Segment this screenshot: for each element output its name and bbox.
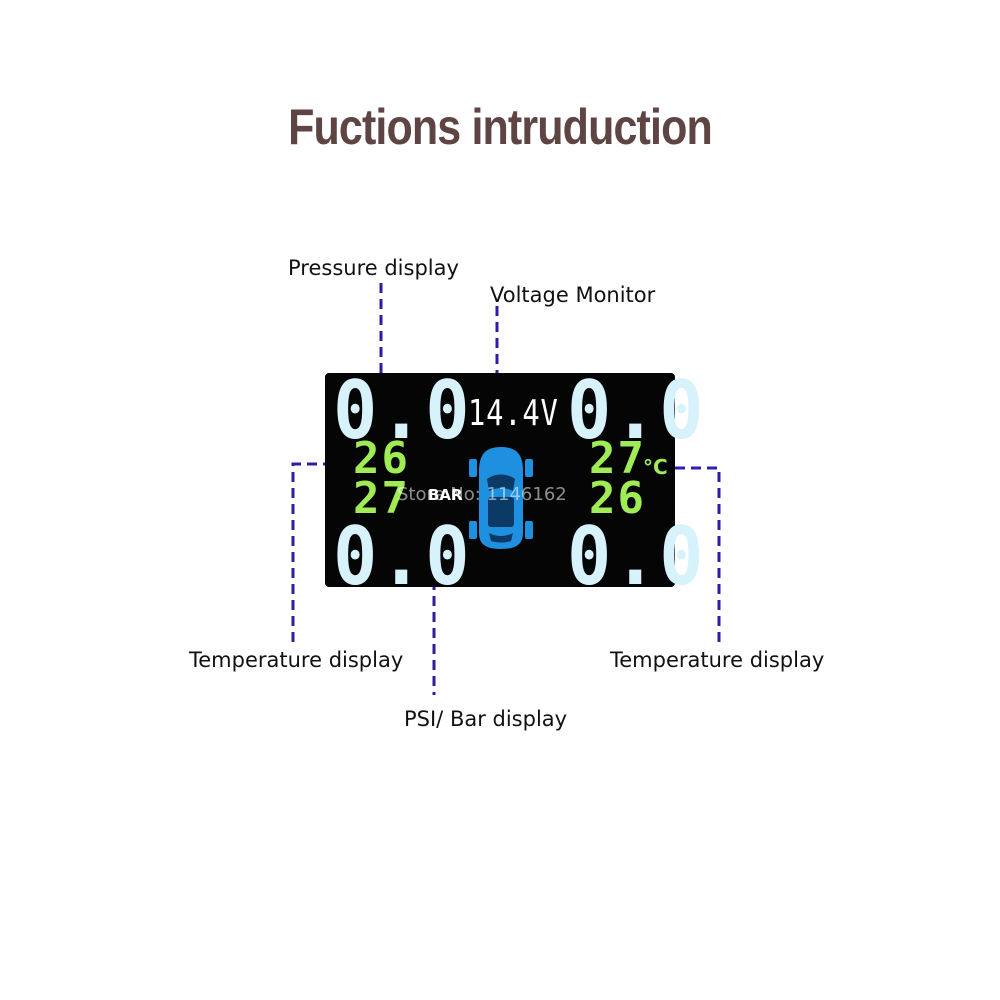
- celsius-unit: °C: [643, 455, 668, 479]
- temperature-leader-right: [675, 466, 721, 648]
- pressure-front-left: 0.0: [333, 364, 472, 457]
- temp-rear-right: 26: [589, 473, 646, 524]
- psi-bar-display-label: PSI/ Bar display: [404, 707, 568, 731]
- voltage-monitor-label: Voltage Monitor: [490, 283, 656, 307]
- temp-rear-left: 27: [353, 473, 410, 524]
- pressure-front-right: 0.0: [567, 364, 706, 457]
- store-watermark: Store No: 1146162: [397, 484, 567, 505]
- tpms-display-screen: 0.0 0.0 0.0 0.0 14.4V 26 27 27 26 °C BAR…: [325, 364, 704, 597]
- pressure-rear-left: 0.0: [333, 510, 472, 603]
- temperature-display-label-right: Temperature display: [610, 648, 825, 672]
- temperature-leader-left: [291, 462, 333, 642]
- temperature-display-label-left: Temperature display: [189, 648, 404, 672]
- page-title: Fuctions intruduction: [288, 99, 713, 155]
- temp-front-right: 27: [589, 433, 646, 484]
- pressure-display-label: Pressure display: [288, 256, 459, 280]
- car-icon: [469, 447, 533, 549]
- temp-front-left: 26: [353, 433, 410, 484]
- bar-unit: BAR: [428, 486, 463, 504]
- pressure-rear-right: 0.0: [567, 510, 706, 603]
- voltage-readout: 14.4V: [468, 393, 559, 434]
